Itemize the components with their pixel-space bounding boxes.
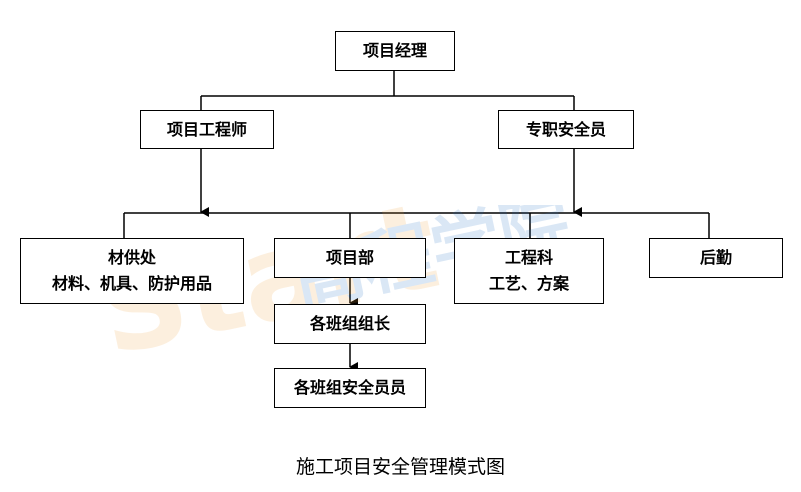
node-project-dept-label: 项目部 [325, 248, 374, 267]
node-engineering-title: 工程科 [504, 248, 553, 267]
node-logistics: 后勤 [649, 238, 783, 278]
diagram-caption: 施工项目安全管理模式图 [295, 456, 505, 478]
node-team-safety-label: 各班组安全员员 [293, 378, 406, 397]
node-safety-officer: 专职安全员 [498, 110, 634, 149]
node-team-leader-label: 各班组组长 [309, 314, 390, 333]
node-supply-detail: 材料、机具、防护用品 [51, 274, 212, 293]
node-logistics-label: 后勤 [699, 248, 732, 267]
node-supply: 材供处 材料、机具、防护用品 [20, 238, 244, 304]
node-project-dept: 项目部 [274, 238, 426, 278]
node-team-leader: 各班组组长 [274, 304, 426, 344]
node-safety-officer-label: 专职安全员 [525, 119, 606, 139]
node-engineer: 项目工程师 [140, 110, 274, 149]
node-team-safety: 各班组安全员员 [274, 368, 426, 408]
node-engineering: 工程科 工艺、方案 [454, 238, 604, 304]
node-supply-title: 材供处 [107, 248, 156, 267]
node-manager: 项目经理 [335, 31, 455, 71]
node-engineering-detail: 工艺、方案 [488, 274, 569, 293]
node-engineer-label: 项目工程师 [166, 119, 247, 139]
node-manager-label: 项目经理 [362, 41, 427, 60]
